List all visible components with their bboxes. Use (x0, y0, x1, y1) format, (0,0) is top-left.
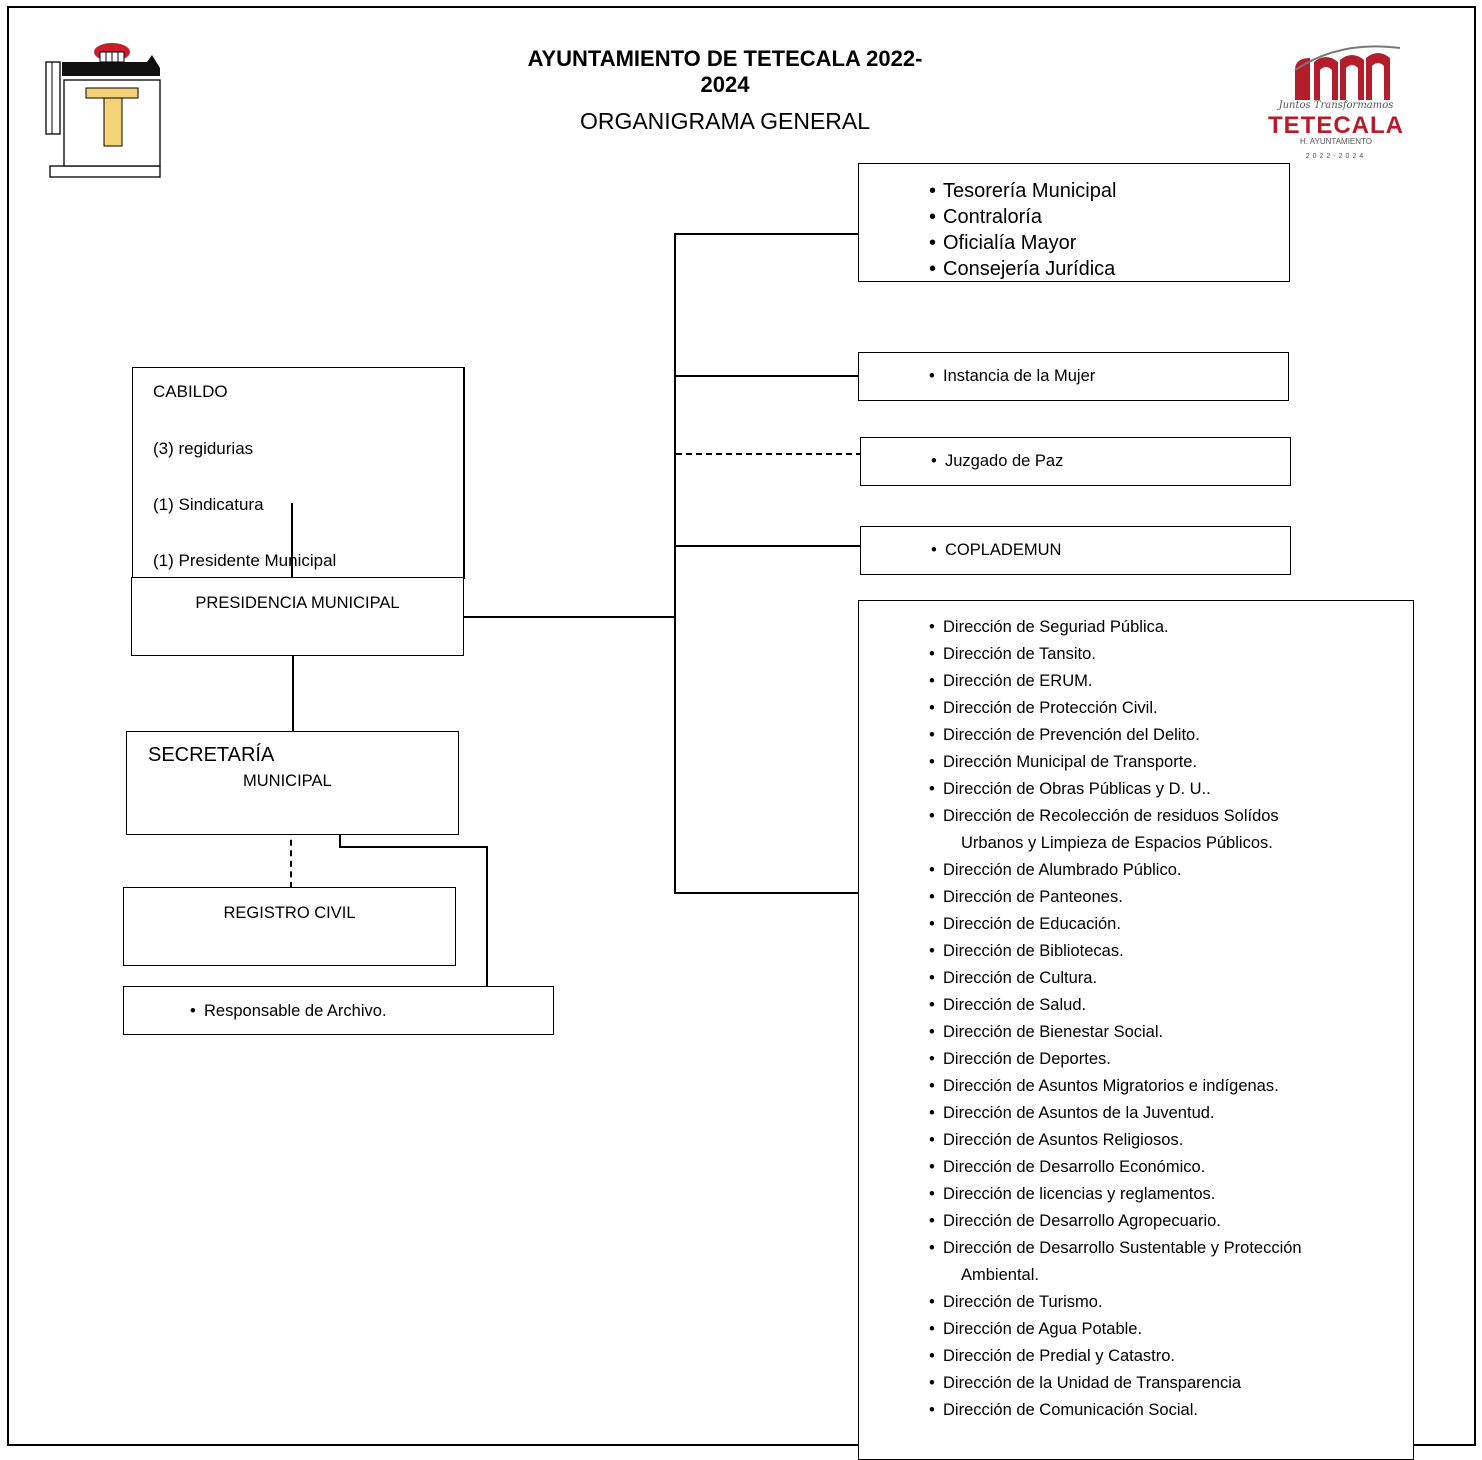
direccion-item: Dirección de Desarrollo Sustentable y Pr… (929, 1235, 1302, 1262)
logo-org: H. AYUNTAMIENTO (1299, 137, 1372, 146)
tetecala-logo: Juntos Transformamos TETECALA H. AYUNTAM… (1240, 40, 1432, 165)
secretaria-box: SECRETARÍA MUNICIPAL (126, 731, 459, 835)
direccion-item: Ambiental. (961, 1266, 1039, 1284)
logo-years: 2022-2024 (1305, 153, 1367, 160)
connector-presidencia (463, 616, 676, 618)
direccion-item: Dirección de Asuntos de la Juventud. (929, 1100, 1302, 1127)
cabildo-item: (3) regidurias (153, 439, 254, 458)
direccion-item: Dirección de Seguriad Pública. (929, 614, 1302, 641)
presidencia-box: PRESIDENCIA MUNICIPAL (131, 577, 464, 656)
unit-item: Tesorería Municipal (929, 178, 1116, 204)
connector-archivo-c (486, 846, 488, 987)
direccion-item: Dirección de Agua Potable. (929, 1316, 1302, 1343)
direccion-item: Dirección de Asuntos Religiosos. (929, 1127, 1302, 1154)
instancia-mujer-label: Instancia de la Mujer (929, 367, 1095, 386)
municipal-emblem-logo (45, 43, 161, 178)
diagram-title: AYUNTAMIENTO DE TETECALA 2022- 2024 (440, 46, 1010, 98)
direccion-item: Dirección de Obras Públicas y D. U.. (929, 776, 1302, 803)
direccion-item: Dirección de Predial y Catastro. (929, 1343, 1302, 1370)
direccion-item: Dirección de licencias y reglamentos. (929, 1181, 1302, 1208)
direccion-item: Dirección Municipal de Transporte. (929, 749, 1302, 776)
direccion-item: Dirección de Recolección de residuos Sol… (929, 803, 1302, 830)
logo-name: TETECALA (1268, 112, 1404, 139)
diagram-subtitle: ORGANIGRAMA GENERAL (579, 108, 871, 134)
direccion-item: Dirección de Salud. (929, 992, 1302, 1019)
unit-item: Contraloría (929, 204, 1116, 230)
connector-top-units (674, 233, 860, 235)
juzgado-paz-label: Juzgado de Paz (931, 452, 1063, 471)
direccion-item: Dirección de Panteones. (929, 884, 1302, 911)
secretaria-line2: MUNICIPAL (243, 772, 332, 790)
direccion-item: Dirección de Educación. (929, 911, 1302, 938)
connector-direcciones (674, 892, 860, 894)
connector-instancia-mujer (674, 375, 860, 377)
instancia-mujer-box: Instancia de la Mujer (858, 352, 1289, 401)
title-line-2: 2024 (700, 72, 750, 97)
direcciones-box: Dirección de Seguriad Pública.Dirección … (858, 600, 1414, 1460)
connector-cabildo (291, 503, 293, 578)
main-vertical-connector (674, 233, 676, 893)
direccion-item: Dirección de Comunicación Social. (929, 1397, 1302, 1424)
direccion-item: Dirección de Desarrollo Agropecuario. (929, 1208, 1302, 1235)
secretaria-line1: SECRETARÍA (148, 744, 275, 766)
direccion-item: Dirección de Tansito. (929, 641, 1302, 668)
dashed-connector-juzgado (676, 453, 862, 455)
direccion-item: Dirección de Protección Civil. (929, 695, 1302, 722)
direccion-item: Dirección de Alumbrado Público. (929, 857, 1302, 884)
title-line-1: AYUNTAMIENTO DE TETECALA 2022- (527, 46, 923, 71)
registro-civil-label: REGISTRO CIVIL (223, 904, 356, 922)
direccion-item: Dirección de Cultura. (929, 965, 1302, 992)
unit-item: Consejería Jurídica (929, 256, 1116, 281)
connector-archivo-b (339, 846, 487, 848)
logo-tagline: Juntos Transformamos (1278, 100, 1394, 111)
direccion-item: Dirección de la Unidad de Transparencia (929, 1370, 1302, 1397)
dashed-connector-registro (290, 808, 292, 888)
direccion-item: Dirección de Turismo. (929, 1289, 1302, 1316)
direccion-item: Urbanos y Limpieza de Espacios Públicos. (961, 834, 1273, 852)
registro-civil-box: REGISTRO CIVIL (123, 887, 456, 966)
top-units-box: Tesorería Municipal Contraloría Oficialí… (858, 163, 1290, 282)
connector-secretaria (292, 655, 294, 732)
direccion-item: Dirección de Deportes. (929, 1046, 1302, 1073)
cabildo-title: CABILDO (153, 382, 228, 401)
direccion-item: Dirección de Desarrollo Económico. (929, 1154, 1302, 1181)
direccion-item: Dirección de Bibliotecas. (929, 938, 1302, 965)
direccion-item: Dirección de Bienestar Social. (929, 1019, 1302, 1046)
coplademun-label: COPLADEMUN (931, 541, 1061, 560)
juzgado-paz-box: Juzgado de Paz (860, 437, 1291, 486)
arches-icon (1294, 45, 1401, 100)
cabildo-item: (1) Presidente Municipal (153, 551, 337, 570)
cabildo-box: CABILDO (3) regidurias (1) Sindicatura (… (132, 367, 465, 579)
coplademun-box: COPLADEMUN (860, 526, 1291, 575)
archivo-label: Responsable de Archivo. (190, 1002, 387, 1021)
direccion-item: Dirección de Asuntos Migratorios e indíg… (929, 1073, 1302, 1100)
direcciones-list: Dirección de Seguriad Pública.Dirección … (929, 614, 1302, 1424)
connector-coplademun (674, 545, 862, 547)
unit-item: Oficialía Mayor (929, 230, 1116, 256)
cabildo-item: (1) Sindicatura (153, 495, 264, 514)
presidencia-label: PRESIDENCIA MUNICIPAL (195, 594, 400, 612)
direccion-item: Dirección de ERUM. (929, 668, 1302, 695)
archivo-box: Responsable de Archivo. (123, 986, 554, 1035)
direccion-item: Dirección de Prevención del Delito. (929, 722, 1302, 749)
